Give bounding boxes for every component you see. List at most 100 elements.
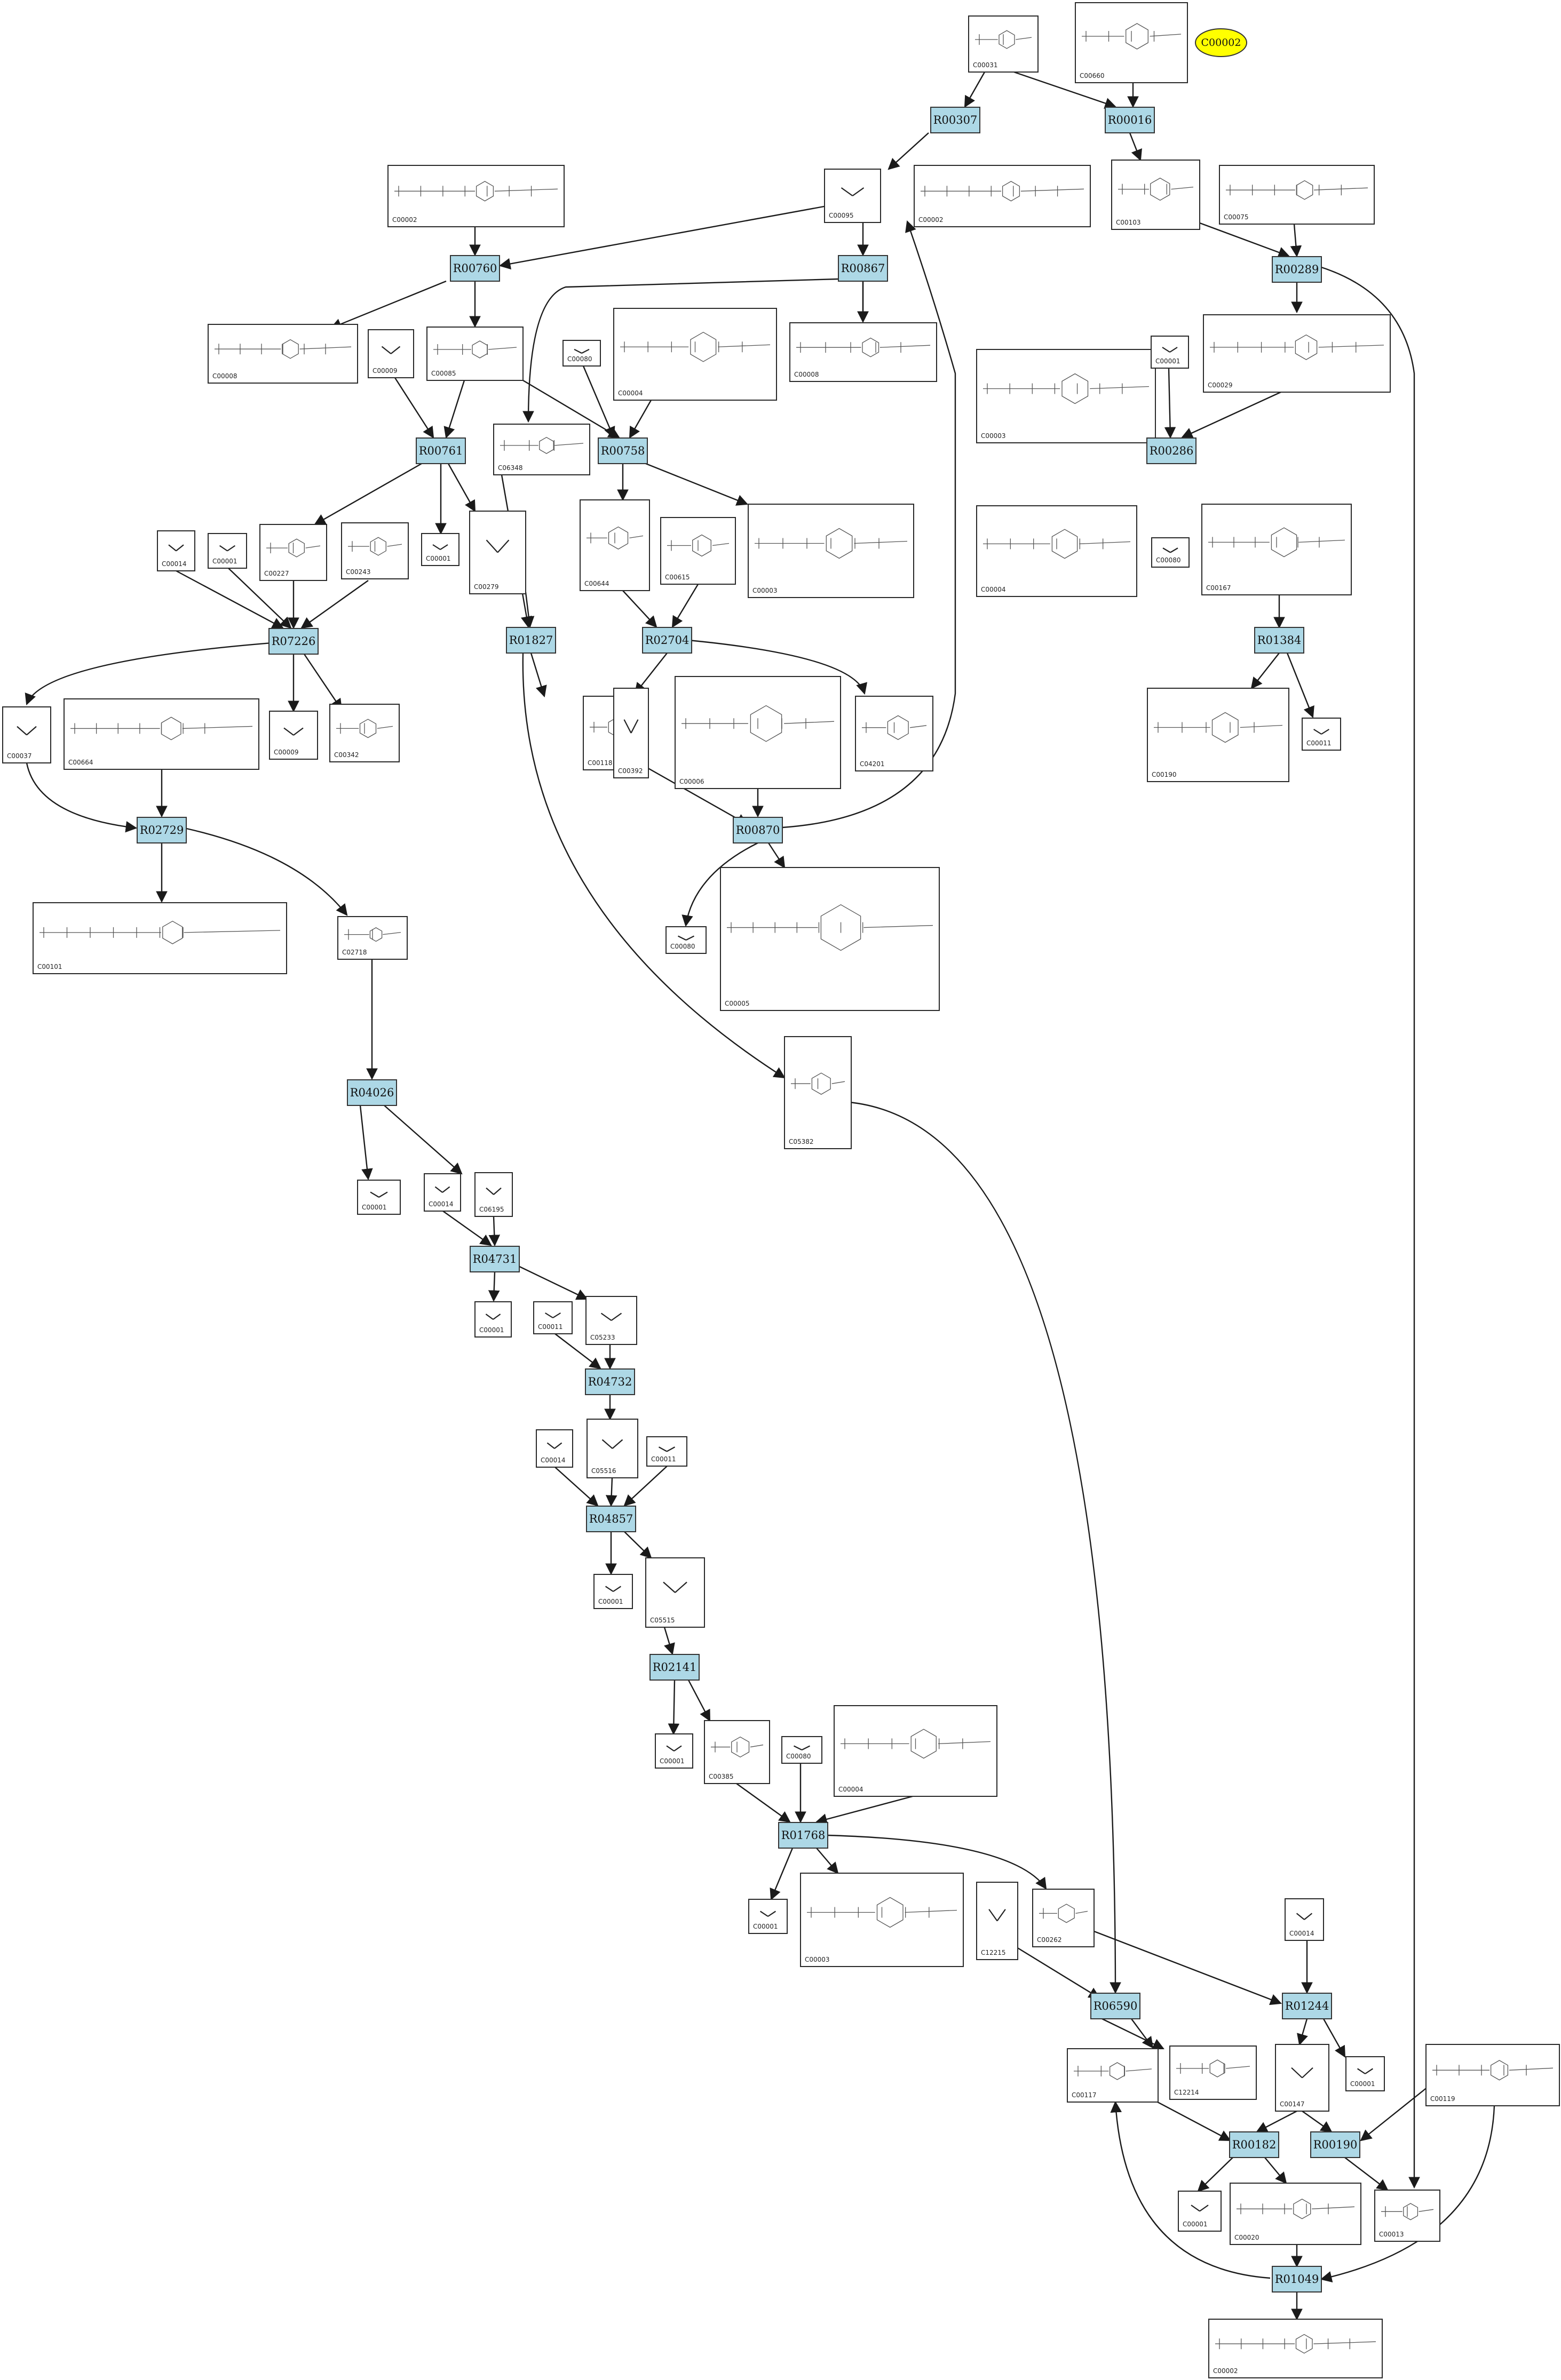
reaction-node[interactable]: R00867	[838, 255, 888, 282]
compound-node[interactable]: C00001	[208, 533, 247, 569]
reaction-node[interactable]: R00761	[416, 437, 466, 464]
reaction-node[interactable]: R00870	[733, 817, 783, 843]
compound-node[interactable]: C00080	[562, 340, 601, 367]
compound-node[interactable]: C00101	[33, 902, 287, 974]
reaction-node[interactable]: R00307	[930, 107, 980, 133]
compound-node[interactable]: C00002	[387, 165, 565, 227]
compound-node[interactable]: C00003	[976, 349, 1156, 443]
compound-node[interactable]: C00013	[1374, 2190, 1440, 2242]
compound-node[interactable]: C00103	[1111, 160, 1200, 230]
compound-node[interactable]: C00262	[1032, 1889, 1095, 1947]
compound-node[interactable]: C00004	[613, 308, 777, 401]
reaction-node[interactable]: R01827	[506, 627, 556, 654]
compound-node[interactable]: C00011	[1302, 718, 1341, 751]
compound-node[interactable]: C00009	[269, 711, 318, 760]
compound-node[interactable]: C00004	[834, 1705, 997, 1797]
reaction-node[interactable]: R00760	[450, 255, 500, 282]
reaction-node[interactable]: R00182	[1229, 2131, 1279, 2158]
compound-node[interactable]: C00011	[533, 1301, 573, 1334]
reaction-node[interactable]: R00016	[1105, 107, 1155, 133]
compound-node[interactable]: C06195	[474, 1172, 513, 1217]
compound-node[interactable]: C00031	[968, 15, 1039, 73]
compound-node[interactable]: C00014	[157, 530, 195, 571]
compound-node[interactable]: C00009	[368, 329, 414, 378]
compound-node[interactable]: C00001	[655, 1733, 693, 1769]
compound-node[interactable]: C05382	[784, 1036, 852, 1149]
compound-node[interactable]: C00660	[1075, 2, 1188, 83]
compound-node[interactable]: C00001	[1151, 336, 1189, 369]
compound-node[interactable]: C00020	[1230, 2183, 1361, 2245]
compound-node[interactable]: C00014	[424, 1173, 461, 1212]
compound-node[interactable]: C00227	[259, 524, 327, 581]
compound-node[interactable]: C12214	[1169, 2045, 1257, 2100]
compound-node[interactable]: C00075	[1219, 165, 1375, 225]
compound-box	[33, 902, 287, 974]
reaction-node[interactable]: R02729	[137, 817, 187, 843]
compound-node[interactable]: C00001	[474, 1301, 512, 1338]
compound-node[interactable]: C00095	[824, 169, 881, 223]
compound-node[interactable]: C00001	[748, 1899, 788, 1934]
compound-node[interactable]: C02718	[337, 916, 408, 960]
compound-node[interactable]: C00279	[469, 511, 526, 594]
compound-node[interactable]: C05233	[585, 1296, 637, 1345]
compound-node[interactable]: C00080	[1151, 537, 1190, 568]
compound-node[interactable]: C05516	[587, 1419, 638, 1478]
compound-node[interactable]: C00002	[914, 165, 1091, 227]
compound-node[interactable]: C12215	[976, 1882, 1018, 1960]
reaction-node[interactable]: R07226	[268, 628, 319, 655]
compound-node[interactable]: C00001	[593, 1574, 633, 1609]
compound-node[interactable]: C00190	[1147, 688, 1289, 782]
compound-node[interactable]: C00001	[357, 1180, 401, 1215]
compound-node[interactable]: C00119	[1425, 2044, 1560, 2106]
compound-node[interactable]: C00080	[781, 1736, 822, 1764]
reaction-node[interactable]: R02141	[649, 1654, 700, 1681]
compound-node[interactable]: C04201	[855, 696, 933, 771]
compound-node[interactable]: C00003	[800, 1873, 964, 1967]
compound-node[interactable]: C00014	[536, 1429, 573, 1468]
reaction-node[interactable]: R00190	[1310, 2131, 1360, 2158]
compound-node[interactable]: C00001	[1178, 2191, 1222, 2232]
reaction-node[interactable]: R04731	[470, 1246, 520, 1272]
compound-node[interactable]: C00008	[208, 324, 358, 384]
compound-id-label: C00001	[1183, 2220, 1208, 2228]
compound-node[interactable]: C00029	[1203, 314, 1391, 393]
compound-node[interactable]: C00147	[1275, 2044, 1329, 2112]
compound-node[interactable]: C00080	[665, 926, 707, 954]
compound-node[interactable]: C00243	[341, 522, 409, 579]
compound-node[interactable]: C00385	[704, 1720, 770, 1784]
compound-node[interactable]: C00004	[976, 505, 1137, 597]
reaction-node[interactable]: R02704	[642, 627, 692, 654]
compound-node[interactable]: C00014	[1285, 1898, 1324, 1941]
compound-node[interactable]: C00615	[660, 517, 736, 585]
compound-node[interactable]: C00001	[421, 533, 459, 566]
compound-node[interactable]: C00008	[789, 322, 937, 382]
reaction-node[interactable]: R01244	[1282, 1993, 1332, 2019]
reaction-node[interactable]: R04732	[585, 1368, 635, 1395]
compound-node[interactable]: C00342	[329, 704, 400, 762]
compound-node[interactable]: C00167	[1201, 504, 1352, 595]
reaction-node[interactable]: R00758	[598, 437, 648, 464]
compound-node[interactable]: C00664	[64, 698, 259, 770]
compound-node[interactable]: C00392	[613, 688, 649, 778]
compound-node[interactable]: C00006	[675, 676, 841, 789]
reaction-node[interactable]: R01384	[1254, 627, 1304, 654]
compound-node[interactable]: C00644	[580, 499, 650, 591]
legend-compound-node[interactable]: C00002	[1195, 28, 1247, 57]
reaction-node[interactable]: R00286	[1146, 437, 1196, 464]
compound-node[interactable]: C00003	[748, 504, 914, 598]
compound-node[interactable]: C00085	[426, 327, 524, 381]
reaction-node[interactable]: R01768	[778, 1822, 828, 1849]
compound-node[interactable]: C05515	[645, 1557, 705, 1628]
reaction-node[interactable]: R04026	[347, 1079, 397, 1106]
reaction-node[interactable]: R06590	[1090, 1993, 1140, 2019]
compound-node[interactable]: C00011	[646, 1436, 687, 1467]
compound-node[interactable]: C00117	[1067, 2048, 1159, 2103]
reaction-node[interactable]: R00289	[1272, 256, 1322, 283]
compound-node[interactable]: C00005	[720, 867, 940, 1011]
compound-node[interactable]: C00037	[2, 706, 51, 763]
compound-node[interactable]: C00002	[1208, 2319, 1383, 2378]
compound-node[interactable]: C00001	[1345, 2056, 1385, 2091]
compound-node[interactable]: C06348	[493, 424, 590, 475]
reaction-node[interactable]: R01049	[1272, 2266, 1322, 2293]
reaction-node[interactable]: R04857	[586, 1506, 636, 1532]
